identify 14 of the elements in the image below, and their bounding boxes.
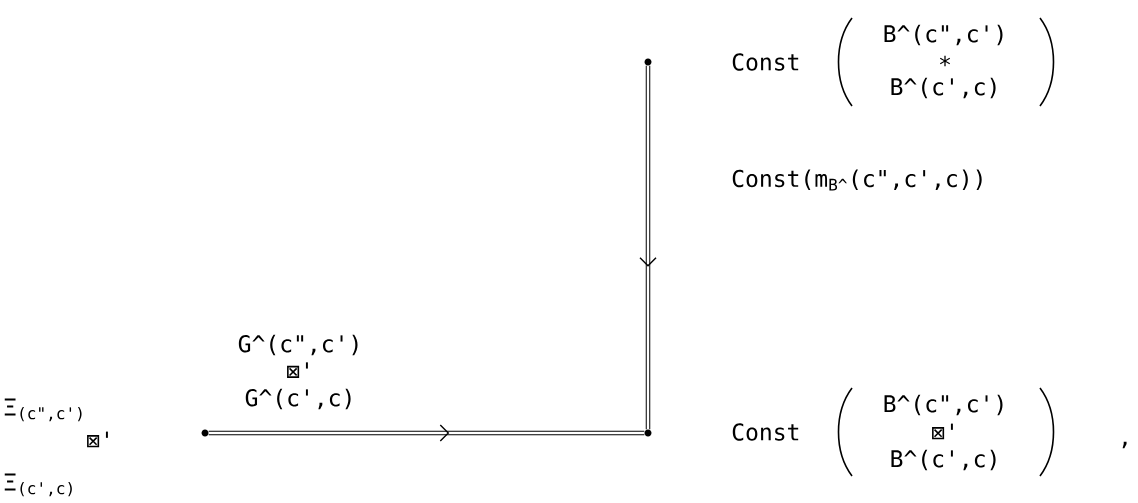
object-label: ⊠' (932, 423, 953, 440)
object-label: B^(c',c) (891, 77, 996, 99)
object-label: ⊠' (87, 431, 108, 448)
object-label: B^(c',c) (891, 449, 996, 471)
object-label: ∗ (939, 55, 951, 67)
object-label: B^(c",c') (884, 24, 1003, 46)
object-label: Const (732, 53, 799, 71)
object-label: Ξ$_{(c",c')}$ (4, 398, 82, 422)
punctuation: , (1122, 441, 1127, 449)
object-label: Const (732, 423, 799, 441)
object-label: Ξ$_{(c',c)}$ (4, 473, 72, 497)
arrow-label: G^(c",c') ⊠' G^(c',c) (238, 334, 358, 410)
arrow-label: Const(m$_{B^}$(c",c',c)) (732, 169, 982, 191)
object-label: B^(c",c') (884, 394, 1003, 416)
